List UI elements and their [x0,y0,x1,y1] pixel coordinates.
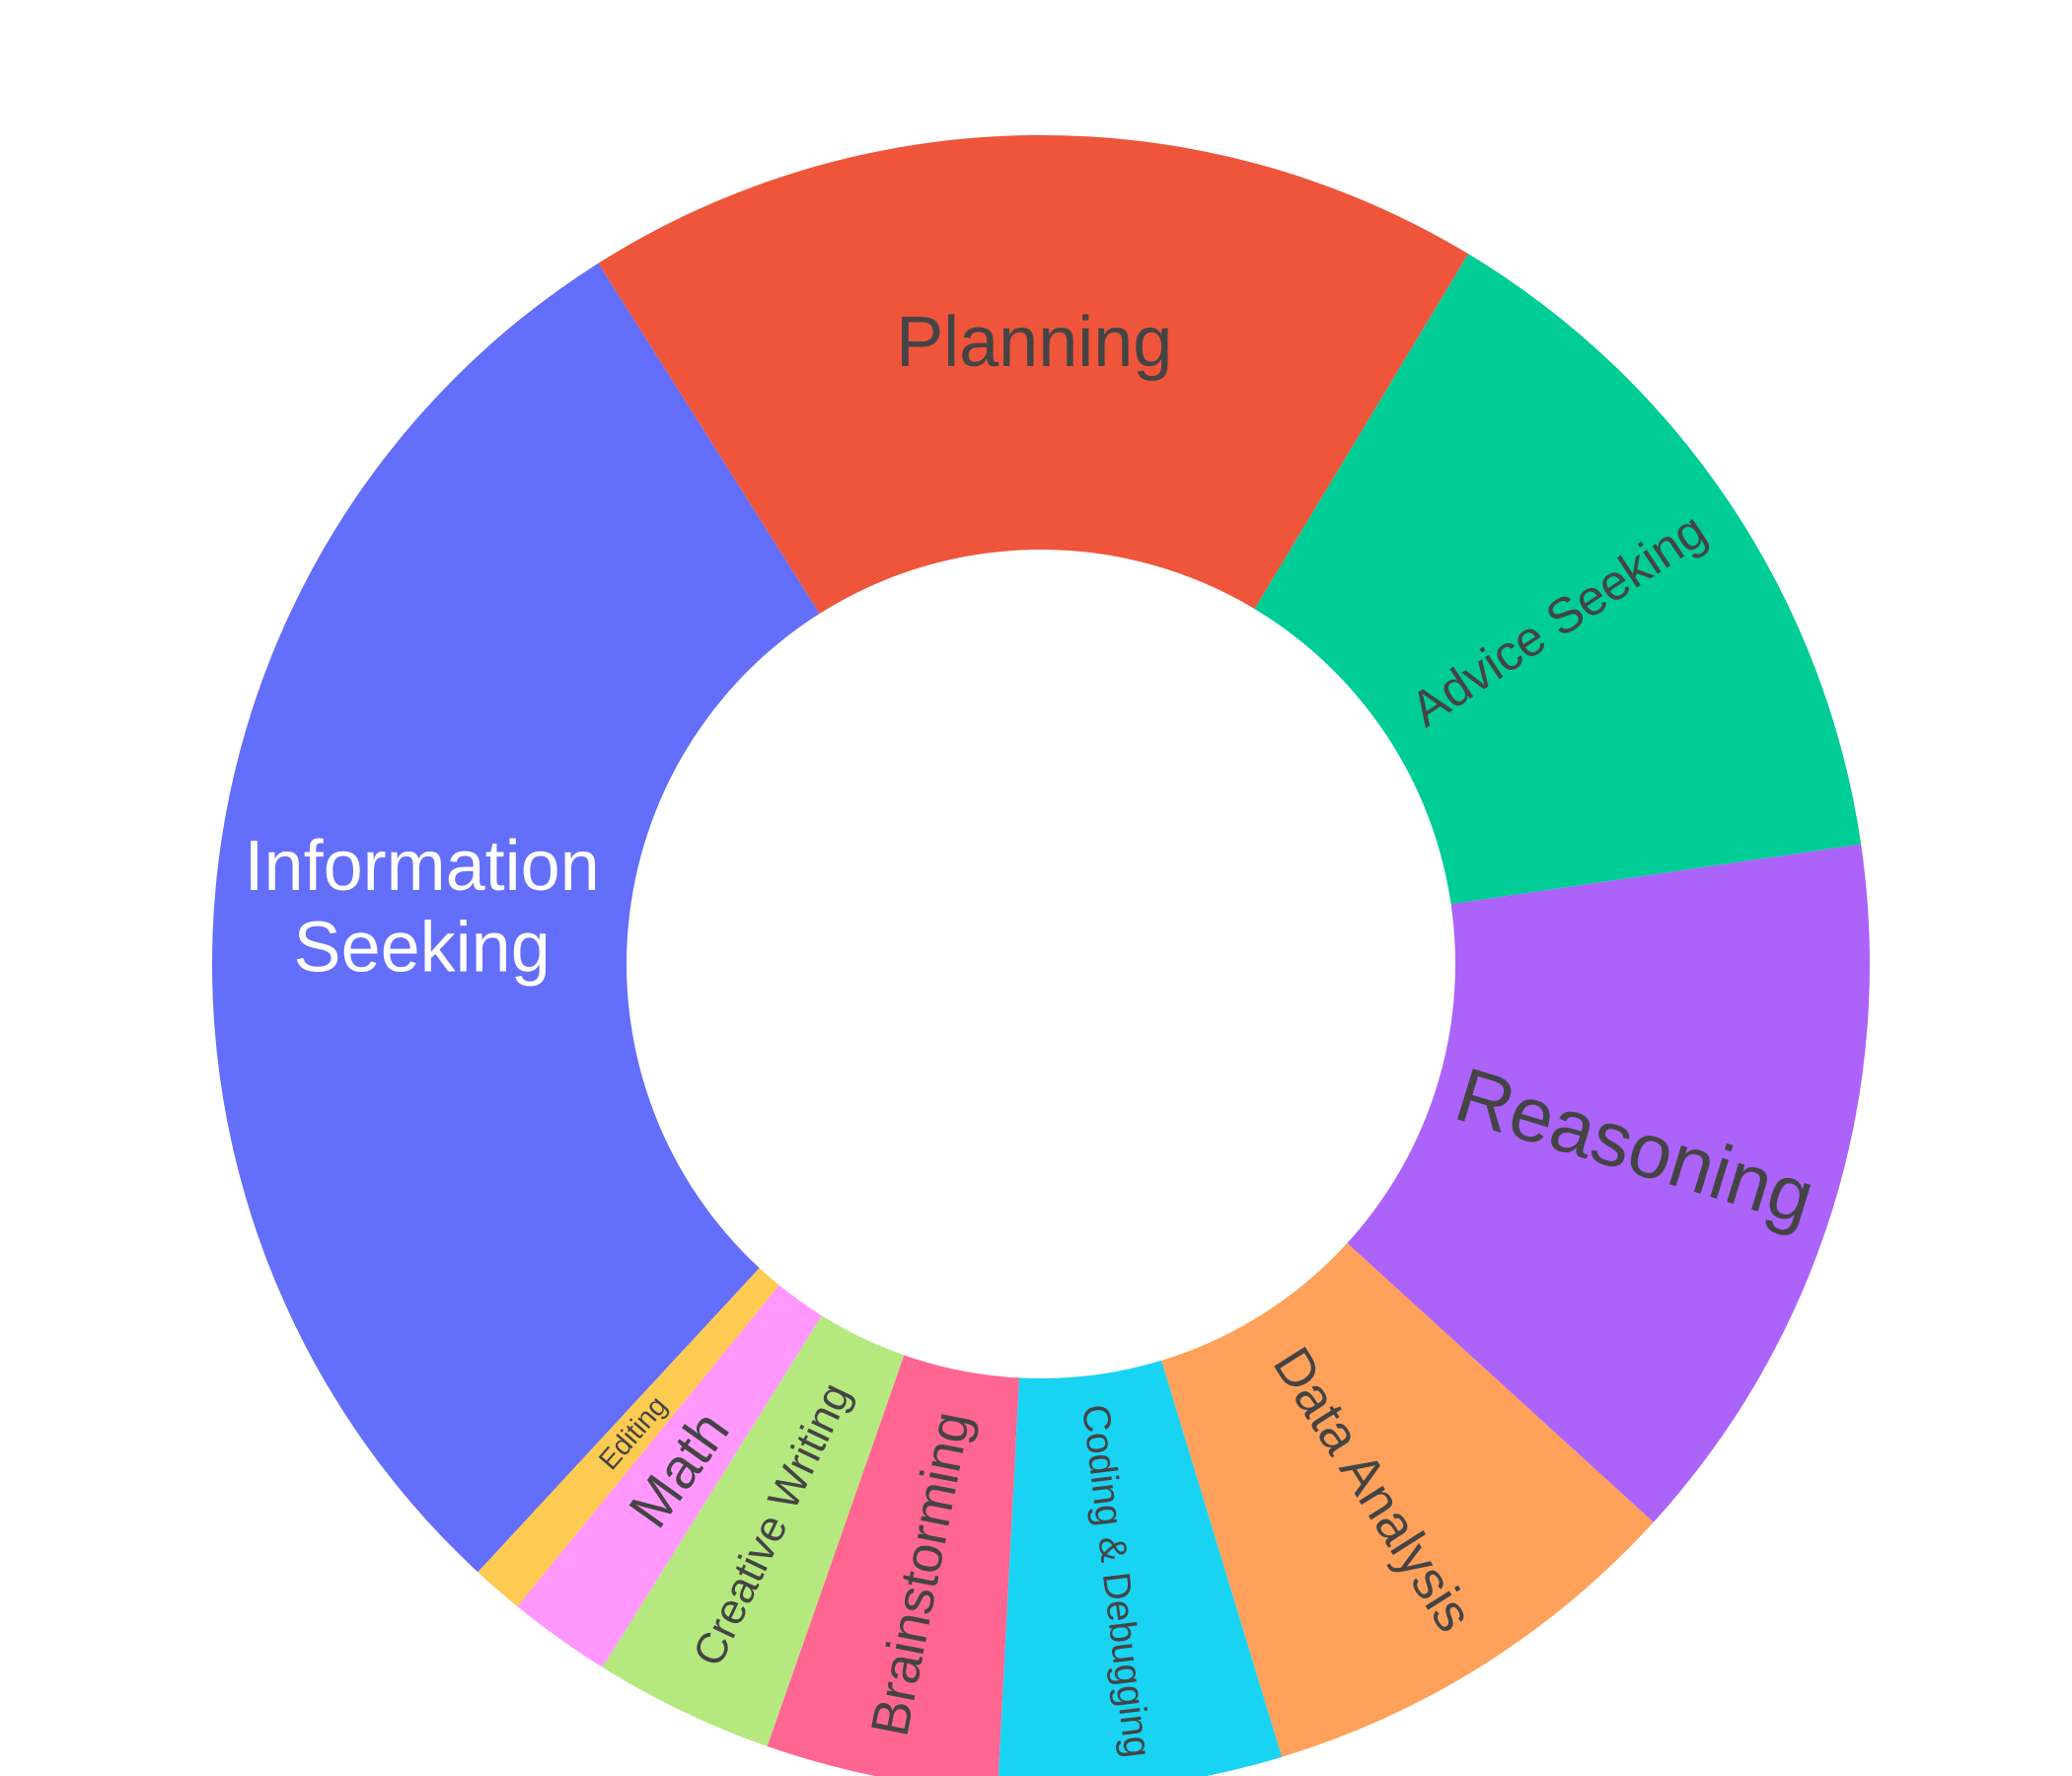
slices-group [211,134,1870,1776]
slice-data-analysis[interactable] [1161,1242,1654,1757]
slice-coding-debugging[interactable] [998,1360,1283,1776]
slice-reasoning[interactable] [1347,844,1870,1522]
slice-creative-writing[interactable] [602,1315,905,1746]
slice-label-planning: Planning [896,303,1172,382]
slice-information-seeking[interactable] [211,262,820,1573]
slice-advice-seeking[interactable] [1254,254,1862,905]
slice-math[interactable] [517,1285,822,1667]
slice-planning[interactable] [598,134,1469,614]
slice-brainstorming[interactable] [767,1355,1020,1776]
slice-editing[interactable] [478,1268,779,1607]
